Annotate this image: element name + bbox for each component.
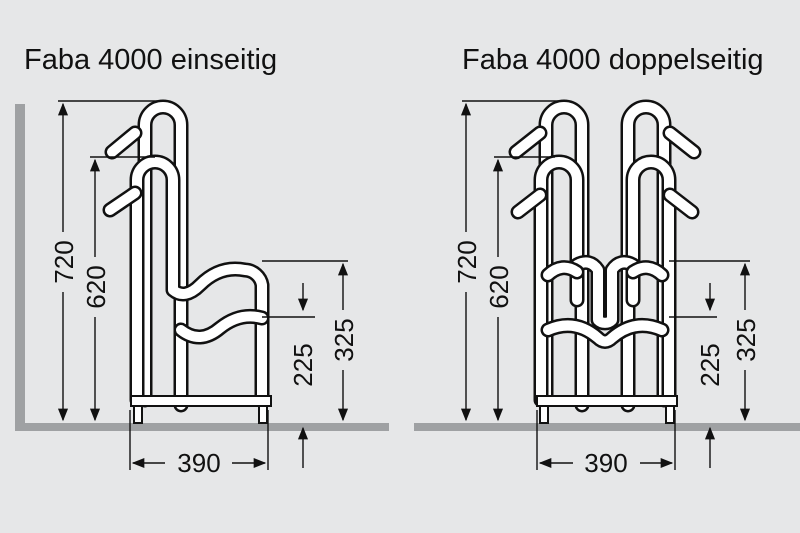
dim-390-single: 390 — [177, 448, 220, 478]
double-sided-rack: 720 620 325 225 390 — [414, 99, 800, 478]
floor-left — [15, 423, 389, 431]
dim-225-single: 225 — [288, 343, 318, 386]
dim-325-double: 325 — [731, 318, 761, 361]
dim-620-single: 620 — [81, 265, 111, 308]
base-single — [130, 395, 272, 424]
rack-tubes-double — [508, 99, 702, 413]
single-sided-rack: 720 620 325 225 390 — [15, 99, 389, 478]
floor-right — [414, 423, 800, 431]
base-double — [536, 395, 678, 424]
title-single: Faba 4000 einseitig — [24, 44, 278, 76]
dim-225-double: 225 — [695, 343, 725, 386]
dim-720-single: 720 — [49, 240, 79, 283]
rack-tubes-single — [102, 99, 270, 413]
wall — [15, 104, 25, 431]
dim-325-single: 325 — [329, 318, 359, 361]
dim-720-double: 720 — [452, 240, 482, 283]
title-double: Faba 4000 doppelseitig — [462, 44, 764, 76]
dim-620-double: 620 — [484, 265, 514, 308]
dim-390-double: 390 — [584, 448, 627, 478]
